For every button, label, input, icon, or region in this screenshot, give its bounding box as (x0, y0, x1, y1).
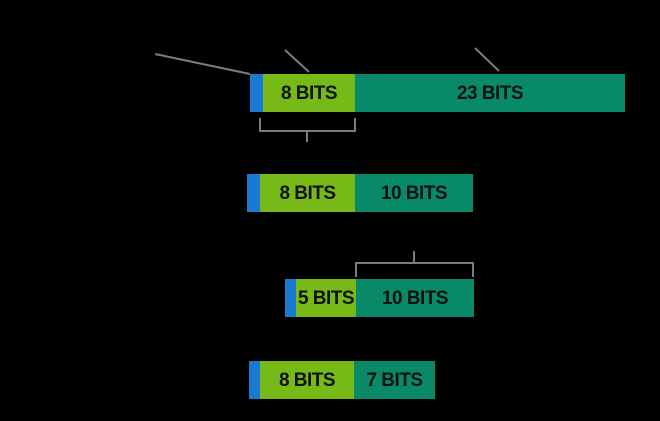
bar-row-4: 8 BITS 7 BITS (0, 361, 660, 399)
mantissa-segment: 10 BITS (356, 279, 474, 317)
mantissa-bits-label: 7 BITS (366, 369, 423, 391)
exponent-bits-label: 8 BITS (280, 82, 338, 104)
mantissa-segment: 10 BITS (355, 174, 473, 212)
exponent-bits-label: 5 BITS (297, 287, 355, 309)
exponent-segment: 8 BITS (260, 361, 354, 399)
sign-pointer-line (154, 53, 251, 75)
mantissa-bits-label: 23 BITS (456, 82, 524, 104)
bar-row-1: 8 BITS 23 BITS (0, 74, 660, 112)
exponent-bits-label: 8 BITS (279, 182, 336, 204)
sign-bit-segment (247, 174, 260, 212)
exponent-segment: 8 BITS (260, 174, 355, 212)
mantissa-pointer-line (474, 47, 500, 72)
exponent-pointer-line (284, 49, 310, 73)
mantissa-bits-label: 10 BITS (380, 182, 448, 204)
bar-row-2: 8 BITS 10 BITS (0, 174, 660, 212)
exponent-segment: 8 BITS (263, 74, 355, 112)
mantissa-segment: 23 BITS (355, 74, 625, 112)
exponent-range-bracket (259, 118, 356, 142)
bar-row-3: 5 BITS 10 BITS (0, 279, 660, 317)
mantissa-segment: 7 BITS (354, 361, 435, 399)
exponent-bits-label: 8 BITS (278, 369, 336, 391)
exponent-segment: 5 BITS (296, 279, 356, 317)
sign-bit-segment (249, 361, 260, 399)
sign-bit-segment (285, 279, 296, 317)
mantissa-precision-bracket (355, 251, 474, 277)
mantissa-bits-label: 10 BITS (381, 287, 449, 309)
sign-bit-segment (250, 74, 263, 112)
